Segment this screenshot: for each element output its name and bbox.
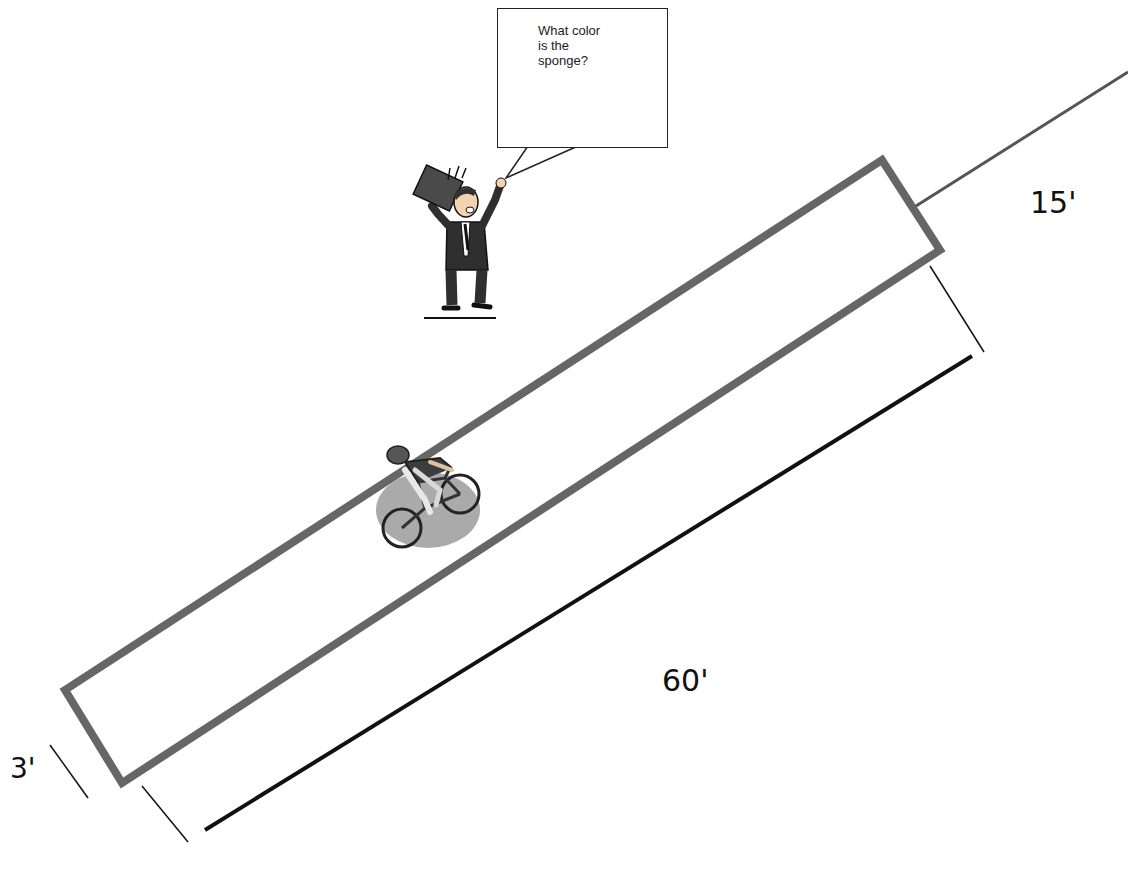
- dimension-label: 3': [10, 754, 36, 785]
- speech-text: What color is the sponge?: [538, 23, 610, 68]
- dimension-tick: [930, 266, 984, 352]
- extension-line: [916, 72, 1128, 206]
- path-rectangle: [65, 160, 940, 783]
- dimension-line: [205, 356, 972, 830]
- speech-bubble: What color is the sponge?: [497, 8, 668, 148]
- dimension-label: 60': [662, 664, 708, 697]
- speech-tail: [506, 146, 578, 178]
- dimension-tick: [142, 786, 188, 842]
- dimension-line: [50, 745, 88, 798]
- man-figure: [413, 165, 506, 318]
- dimension-label: 15': [1030, 186, 1076, 219]
- cyclist: [376, 446, 480, 548]
